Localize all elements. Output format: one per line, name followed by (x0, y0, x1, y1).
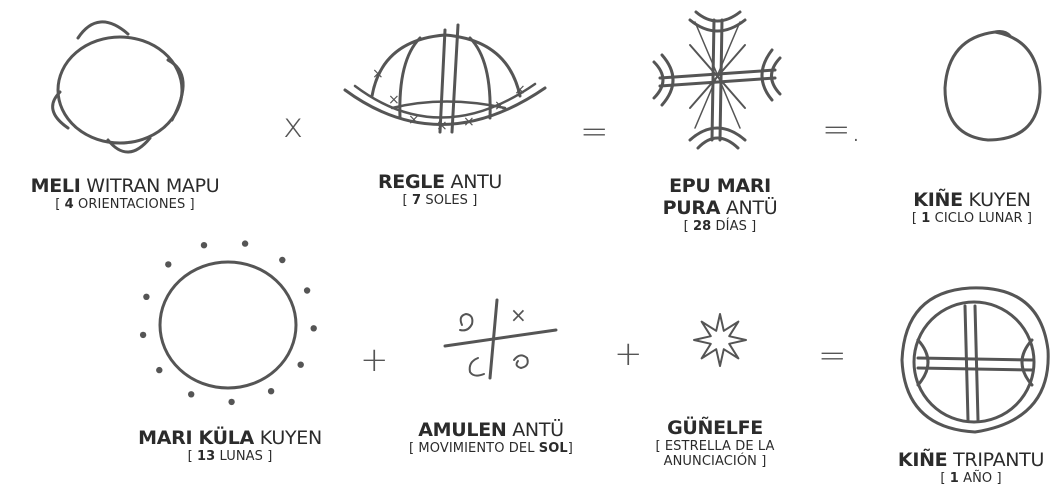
tripantu-count: 1 (949, 470, 959, 486)
epu-mari-pura-caption: EPU MARI PURA ANTÜ [ 28 DÍAS ] (662, 175, 778, 234)
equals-operator-2: =. (822, 110, 862, 150)
moon-dot (303, 287, 311, 294)
regle-bold: REGLE (377, 171, 445, 193)
regle-cross-6: × (494, 98, 506, 114)
regle-antu-caption: REGLE ANTU [ 7 SOLES ] (377, 171, 503, 208)
regle-cross-3: × (408, 112, 420, 128)
times-operator: x (283, 106, 304, 146)
moon-dot (139, 331, 147, 339)
moon-dot (267, 388, 275, 395)
amulen-sol: SOL (538, 440, 568, 456)
tripantu-bold: KIÑE (897, 449, 948, 471)
gunelfe-sub-2: ANUNCIACIÓN ] (663, 453, 767, 469)
amulen-antu-caption: AMULEN ANTÜ [ MOVIMIENTO DEL SOL] (409, 419, 573, 456)
tripantu-rest: TRIPANTU (947, 449, 1045, 471)
gunelfe-star-symbol (693, 313, 747, 367)
epu-mari-pura-antu-symbol (652, 10, 782, 150)
plus-operator-2: + (614, 334, 643, 374)
epu-rest: ANTÜ (720, 196, 778, 219)
epu-bold-2: PURA (662, 196, 721, 219)
moon-dot (310, 325, 317, 332)
meli-witran-mapu-caption: MELI WITRAN MAPU [ 4 ORIENTACIONES ] (30, 175, 220, 212)
kine-kuyen-symbol (943, 30, 1042, 142)
kine-tripantu-symbol (900, 286, 1050, 434)
regle-cross-5: × (463, 114, 475, 130)
amulen-cross-mark: × (510, 303, 527, 327)
meli-rest: WITRAN MAPU (80, 175, 220, 197)
moon-dot (200, 242, 208, 249)
gunelfe-sub-1: [ ESTRELLA DE LA (655, 438, 775, 454)
regle-cross-1: × (372, 66, 384, 82)
mari-kula-caption: MARI KÜLA KUYEN [ 13 LUNAS ] (138, 427, 322, 464)
regle-antu-symbol: × × × × × × × (343, 23, 547, 134)
amulen-bold: AMULEN (418, 419, 507, 441)
moon-dot (228, 398, 235, 406)
mari-bold: MARI KÜLA (138, 427, 254, 449)
mari-kula-kuyen-symbol (158, 260, 298, 390)
equals-operator-3: = (818, 336, 847, 376)
moon-dot (156, 366, 163, 374)
regle-cross-4: × (436, 118, 448, 134)
moon-dot (143, 293, 150, 300)
moon-dots (139, 240, 317, 406)
kine-kuyen-caption: KIÑE KUYEN [ 1 CICLO LUNAR ] (911, 189, 1033, 226)
amulen-rest: ANTÜ (506, 419, 564, 441)
kine-kuyen-rest: KUYEN (962, 189, 1031, 211)
regle-cross-7: × (514, 82, 526, 98)
moon-dot (279, 256, 286, 264)
kine-kuyen-count: 1 (921, 210, 931, 226)
plus-operator-1: + (360, 340, 389, 380)
amulen-antu-symbol: × (443, 298, 558, 380)
moon-dot (241, 240, 249, 247)
gunelfe-caption: GÜÑELFE [ ESTRELLA DE LA ANUNCIACIÓN ] (640, 417, 790, 470)
mari-rest: KUYEN (253, 427, 322, 449)
regle-count: 7 (411, 192, 422, 208)
epu-count: 28 (693, 218, 712, 234)
mari-count: 13 (196, 448, 216, 464)
moon-dot (297, 361, 304, 368)
meli-count: 4 (64, 196, 74, 212)
moon-dot (165, 261, 172, 268)
epu-bold-1: EPU MARI (669, 175, 771, 197)
regle-rest: ANTU (444, 171, 503, 193)
moon-dot (188, 391, 195, 398)
gunelfe-bold: GÜÑELFE (667, 417, 763, 439)
equals-operator-1: = (580, 112, 609, 152)
meli-bold: MELI (30, 175, 81, 197)
regle-cross-2: × (388, 92, 400, 108)
kine-kuyen-bold: KIÑE (913, 189, 963, 211)
meli-witran-mapu-symbol (51, 20, 185, 154)
kine-tripantu-caption: KIÑE TRIPANTU [ 1 AÑO ] (897, 449, 1045, 486)
